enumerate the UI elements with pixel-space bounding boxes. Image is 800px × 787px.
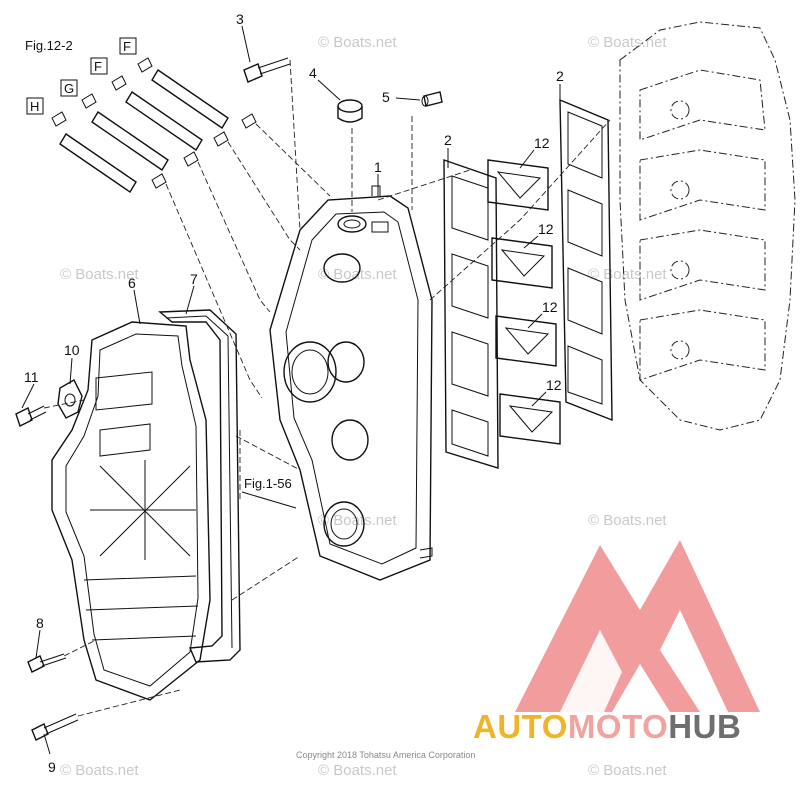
callout-5: 5 [382,89,390,105]
bolt-3 [243,57,291,83]
callout-3: 3 [236,11,244,27]
gasket-rear [559,98,613,422]
box-label-g: G [60,79,78,97]
callout-7: 7 [190,271,198,287]
cover-gasket [158,309,241,663]
gasket-front [443,159,499,469]
logo-word-auto: AUTO [473,708,568,745]
callout-12-c: 12 [542,299,558,315]
callout-10: 10 [64,342,80,358]
cap-10 [57,379,83,419]
box-label-f1: F [119,37,137,55]
callout-12-b: 12 [538,221,554,237]
fig-ref-mid: Fig.1-56 [244,476,292,491]
watermark-text: © Boats.net [318,762,397,779]
callout-9: 9 [48,759,56,775]
watermark-text: © Boats.net [588,512,667,529]
automotohub-logo-text: AUTOMOTOHUB [473,708,741,745]
crankcase-block [619,21,796,431]
bolt-8 [27,653,67,673]
svg-text:F: F [123,39,131,54]
watermark-text: © Boats.net [318,34,397,51]
callout-2-front: 2 [444,132,452,148]
copyright-text: Copyright 2018 Tohatsu America Corporati… [296,750,475,760]
pin-5 [421,91,443,107]
svg-text:F: F [94,59,102,74]
intake-manifold [269,185,433,581]
bolt-9 [31,713,79,741]
callout-12-a: 12 [534,135,550,151]
svg-text:G: G [64,81,74,96]
watermark-text: © Boats.net [60,762,139,779]
callout-ticks [21,25,561,755]
watermark-text: © Boats.net [318,512,397,529]
box-label-h: H [26,97,44,115]
svg-text:AUTOMOTOHUB: AUTOMOTOHUB [473,708,741,745]
callout-4: 4 [309,65,317,81]
automotohub-logo-mark [515,540,760,712]
logo-word-hub: HUB [668,708,741,745]
watermark-text: © Boats.net [60,266,139,283]
callout-6: 6 [128,275,136,291]
watermark-text: © Boats.net [588,34,667,51]
callout-12-d: 12 [546,377,562,393]
box-label-f2: F [90,57,108,75]
plug-4 [337,99,363,123]
callout-1: 1 [374,159,382,175]
logo-word-moto: MOTO [568,708,668,745]
svg-text:H: H [30,99,39,114]
hose-assembly [51,57,257,193]
fig-ref-top: Fig.12-2 [25,38,73,53]
intake-cover [51,321,211,701]
leader-lines [43,59,611,717]
callout-11: 11 [24,369,39,385]
callout-2-rear: 2 [556,68,564,84]
watermark-text: © Boats.net [588,762,667,779]
watermark-text: © Boats.net [588,266,667,283]
callout-8: 8 [36,615,44,631]
bolt-11 [15,405,47,427]
